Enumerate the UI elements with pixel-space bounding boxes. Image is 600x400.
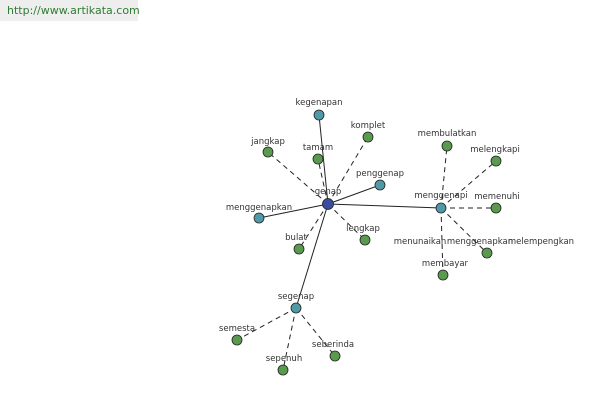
edge-genap-menggenapi	[327, 203, 442, 209]
node-menggenapkan[interactable]	[253, 212, 265, 224]
node-lengkap[interactable]	[359, 234, 371, 246]
node-komplet[interactable]	[362, 131, 374, 143]
edge-menggenapi-membayar	[440, 207, 444, 276]
node-label-memenuhi: memenuhi	[474, 192, 520, 202]
edge-genap-segenap	[295, 203, 329, 309]
node-label-bulat: bulat	[285, 233, 307, 243]
node-jangkap[interactable]	[262, 146, 274, 158]
node-membayar[interactable]	[437, 269, 449, 281]
edge-genap-tamam	[317, 158, 329, 205]
labels-layer: genap kegenapan penggenap menggenapkan mengg…	[219, 98, 574, 364]
node-label-menggenapkan2: menggenapkan	[447, 237, 513, 247]
watermark-url[interactable]: http://www.artikata.com	[7, 4, 140, 17]
edge-genap-kegenapan	[318, 114, 329, 205]
node-label-menunaikan: menunaikan	[394, 237, 447, 247]
node-melengkapi[interactable]	[490, 155, 502, 167]
edge-menggenapi-melempengkan	[440, 207, 488, 254]
node-melempengkan[interactable]	[481, 247, 493, 259]
node-label-seberinda: seberinda	[312, 340, 354, 350]
node-membulatkan[interactable]	[441, 140, 453, 152]
node-label-melengkapi: melengkapi	[470, 145, 520, 155]
node-genap[interactable]	[322, 198, 334, 210]
node-seberinda[interactable]	[329, 350, 341, 362]
node-label-menggenapi: menggenapi	[414, 191, 467, 201]
edge-genap-jangkap	[267, 151, 329, 205]
node-memenuhi[interactable]	[490, 202, 502, 214]
node-label-kegenapan: kegenapan	[295, 98, 342, 108]
node-label-tamam: tamam	[303, 143, 333, 153]
node-label-jangkap: jangkap	[250, 137, 285, 147]
edge-menggenapi-membulatkan	[440, 145, 448, 209]
edge-genap-komplet	[327, 136, 369, 205]
node-label-segenap: segenap	[278, 292, 314, 302]
node-label-sepenuh: sepenuh	[266, 354, 302, 364]
node-semesta[interactable]	[231, 334, 243, 346]
node-label-melempengkan: melempengkan	[508, 237, 574, 247]
node-sepenuh[interactable]	[277, 364, 289, 376]
node-label-penggenap: penggenap	[356, 169, 404, 179]
node-label-lengkap: lengkap	[346, 224, 380, 234]
node-label-membayar: membayar	[422, 259, 469, 269]
node-label-komplet: komplet	[351, 121, 386, 131]
node-label-membulatkan: membulatkan	[418, 129, 477, 139]
nodes-layer	[231, 109, 502, 376]
edge-genap-penggenap	[327, 184, 381, 205]
node-label-menggenapkan: menggenapkan	[226, 203, 292, 213]
edge-genap-menggenapkan	[258, 203, 329, 219]
edges-layer	[236, 114, 497, 371]
node-menggenapi[interactable]	[435, 202, 447, 214]
edge-segenap-sepenuh	[282, 307, 297, 371]
edge-menggenapi-melengkapi	[440, 160, 497, 209]
node-tamam[interactable]	[312, 153, 324, 165]
node-segenap[interactable]	[290, 302, 302, 314]
edge-genap-lengkap	[327, 203, 366, 241]
watermark-bar: http://www.artikata.com	[0, 0, 140, 21]
edge-segenap-semesta	[236, 307, 297, 341]
node-label-semesta: semesta	[219, 324, 255, 334]
edge-segenap-seberinda	[295, 307, 336, 357]
node-penggenap[interactable]	[374, 179, 386, 191]
node-label-genap: genap	[315, 187, 342, 197]
node-bulat[interactable]	[293, 243, 305, 255]
node-kegenapan[interactable]	[313, 109, 325, 121]
